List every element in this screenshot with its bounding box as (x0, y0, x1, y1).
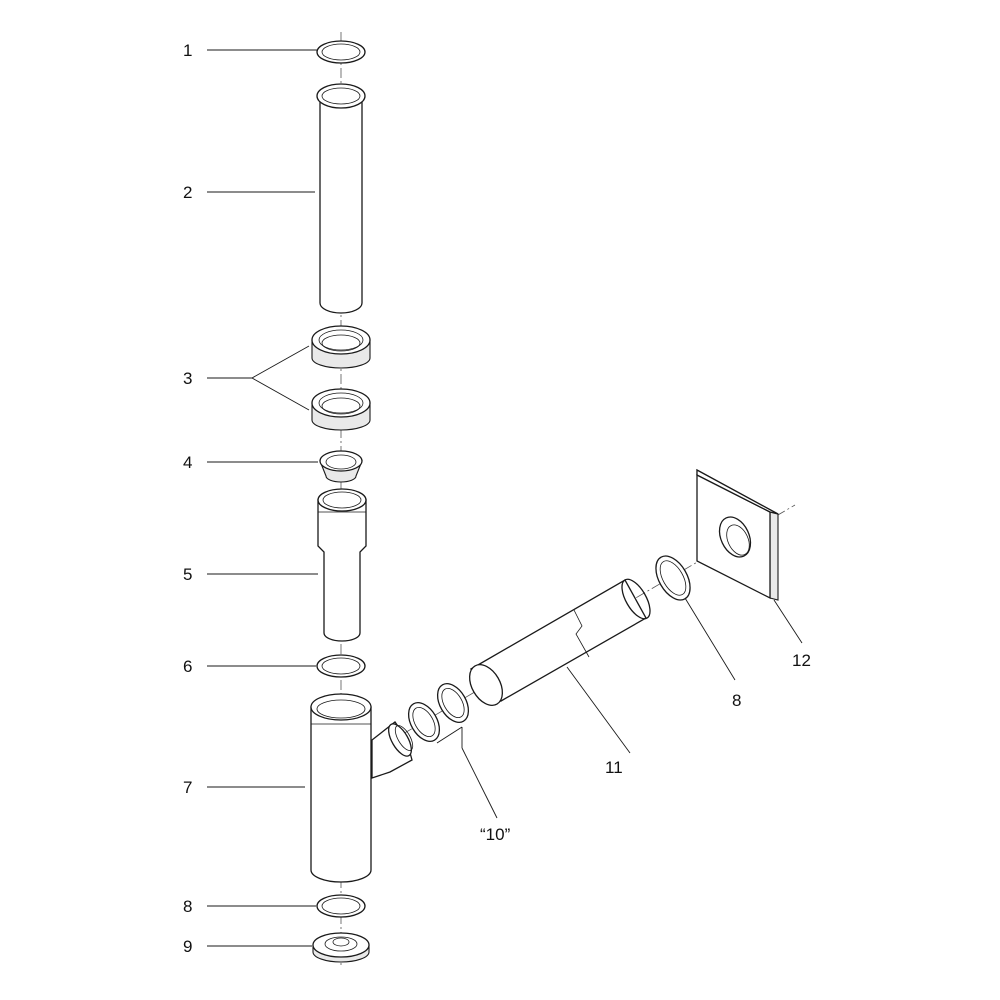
leader-3 (207, 345, 310, 411)
part-5-stepped-tube (317, 488, 367, 642)
part-7-trap-body (310, 693, 414, 883)
leader-12 (773, 599, 803, 644)
part-3-nut-upper (311, 325, 371, 369)
part-4-cone-washer (319, 450, 363, 483)
leader-10 (436, 726, 498, 819)
callout-7: 7 (183, 778, 192, 797)
part-1-seal-ring (316, 40, 366, 64)
leader-11 (566, 666, 631, 754)
part-10-o-ring-pair (407, 683, 470, 742)
part-8-o-ring-right (655, 555, 691, 601)
callout-5: 5 (183, 565, 192, 584)
part-6-o-ring (316, 654, 366, 678)
callout-4: 4 (183, 453, 192, 472)
part-8-o-ring-bottom (316, 894, 366, 918)
leader-8-right (684, 597, 736, 681)
part-12-wall-rosette (696, 468, 779, 601)
part-11-wall-pipe (468, 578, 651, 706)
callout-9: 9 (183, 937, 192, 956)
callout-8-right: 8 (732, 691, 741, 710)
callout-3: 3 (183, 369, 192, 388)
part-2-upper-tube (316, 83, 366, 314)
callout-8-bottom: 8 (183, 897, 192, 916)
callout-11: 11 (605, 758, 623, 777)
callout-6: 6 (183, 657, 192, 676)
callout-1: 1 (183, 41, 192, 60)
part-3-nut-lower (311, 388, 371, 431)
part-9-bottom-cap (312, 932, 370, 963)
callout-12: 12 (792, 651, 811, 670)
callout-2: 2 (183, 183, 192, 202)
callout-10: “10” (480, 825, 511, 844)
